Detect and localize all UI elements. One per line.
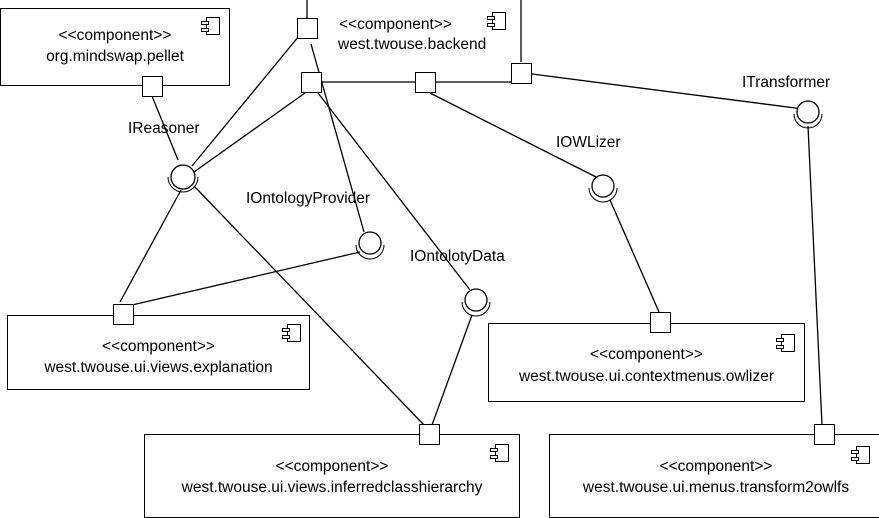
interface-label-iontologyprovider: IOntologyProvider [246, 190, 371, 207]
component-icon [487, 12, 506, 30]
port-explanation[interactable] [113, 304, 134, 325]
component-icon [282, 324, 301, 342]
line-transformer-transform [807, 125, 823, 426]
port-transform[interactable] [814, 424, 835, 445]
component-explanation[interactable]: <<component>> west.twouse.ui.views.expla… [7, 315, 310, 390]
component-name: west.twouse.ui.menus.transform2owlfs [582, 479, 850, 496]
socket-iowlizer [588, 187, 618, 203]
component-stereotype: <<component>> [102, 338, 215, 355]
ball-iontolotydata [464, 288, 488, 312]
port-backend-right[interactable] [511, 63, 532, 84]
interface-label-iowlizer: IOWLizer [556, 134, 621, 151]
socket-ireasoner [167, 176, 199, 193]
line-owlizer-owlizer [609, 199, 660, 313]
component-transform[interactable]: <<component>> west.twouse.ui.menus.trans… [549, 434, 879, 518]
component-stereotype: <<component>> [275, 458, 389, 475]
socket-iontologyprovider [355, 244, 385, 260]
port-owlizer[interactable] [650, 312, 671, 333]
interface-label-iontolotydata: IOntolotyData [410, 248, 505, 265]
line-top-reasoner [191, 35, 300, 167]
line-right-owlizer [429, 92, 599, 179]
component-name: west.twouse.ui.views.inferredclasshierar… [181, 479, 483, 496]
component-stereotype: <<component>> [659, 458, 773, 475]
component-name: west.twouse.backend [338, 36, 487, 53]
port-pellet[interactable] [142, 76, 163, 97]
component-icon [490, 444, 509, 462]
component-icon [201, 17, 220, 35]
line-reasoner-inferred [193, 185, 425, 426]
component-pellet[interactable]: <<component>> org.mindswap.pellet [0, 8, 230, 86]
interface-label-ireasoner: IReasoner [128, 120, 200, 137]
component-name: west.twouse.ui.contextmenus.owlizer [518, 368, 774, 385]
component-inferred[interactable]: <<component>> west.twouse.ui.views.infer… [144, 434, 520, 518]
component-stereotype: <<component>> [590, 346, 703, 363]
ball-iontologyprovider [358, 231, 382, 255]
interface-label-itransformer: ITransformer [742, 74, 831, 91]
line-provider-explanation [131, 251, 361, 306]
line-left-reasoner [193, 92, 306, 173]
line-left-ontologydata [317, 92, 471, 291]
component-icon [776, 334, 795, 352]
socket-iontolotydata [461, 301, 491, 317]
port-inferred[interactable] [419, 424, 440, 445]
line-transformer-link [531, 73, 804, 110]
ball-iowlizer [591, 174, 615, 198]
port-backend-top[interactable] [297, 18, 318, 39]
line-pellet-reasoner [151, 95, 179, 161]
ball-ireasoner [170, 164, 196, 190]
port-backend-mid[interactable] [415, 72, 436, 93]
component-name: west.twouse.ui.views.explanation [44, 359, 273, 376]
component-icon [851, 446, 870, 464]
ball-itransformer [796, 100, 820, 124]
line-reasoner-explanation [119, 189, 182, 303]
port-backend-left[interactable] [301, 72, 322, 93]
component-name: org.mindswap.pellet [46, 48, 184, 65]
socket-itransformer [793, 113, 823, 129]
component-stereotype: <<component>> [339, 16, 452, 33]
component-owlizer[interactable]: <<component>> west.twouse.ui.contextmenu… [488, 323, 805, 402]
component-stereotype: <<component>> [58, 27, 172, 44]
line-data-inferred [431, 314, 473, 426]
component-backend[interactable]: <<component>> west.twouse.backend [331, 4, 507, 56]
